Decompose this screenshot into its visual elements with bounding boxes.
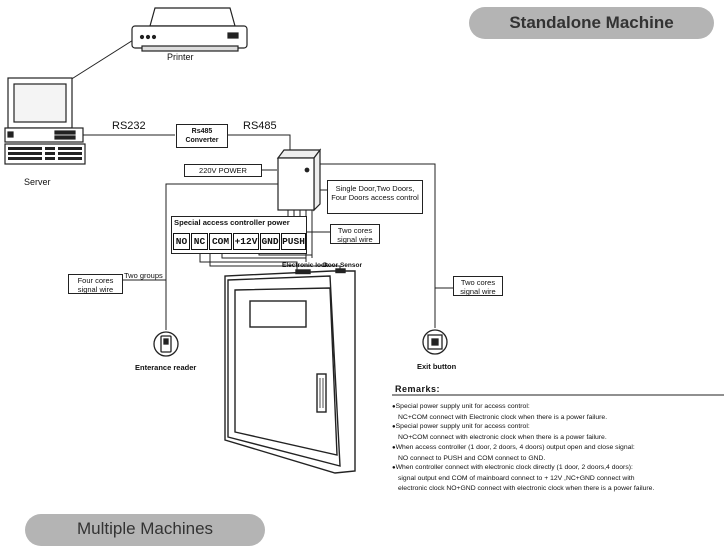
remark-item: electronic clock NO+GND connect with ele… [398,484,655,492]
terminal-no: NO [173,233,190,250]
printer-icon [131,7,248,52]
server-label: Server [24,177,51,187]
remark-item: NC+COM connect with Electronic clock whe… [398,413,608,421]
reader-wire [165,183,278,330]
remark-item: Special power supply unit for access con… [392,402,724,413]
entrance-reader-label: Enterance reader [135,363,197,372]
terminal-push: PUSH [281,233,306,250]
entrance-reader-icon [153,331,179,357]
four-cores-box: Four cores signal wire [68,274,123,294]
remarks-list: Special power supply unit for access con… [392,402,724,493]
terminal-gnd: GND [260,233,280,250]
remarks-heading: Remarks: [395,384,441,394]
two-groups-label: Two groups [124,271,163,280]
server-icon [4,77,86,165]
printer-server-cable [69,36,139,81]
remark-item: When access controller (1 door, 2 doors,… [392,443,724,454]
rs485-converter-box: Rs485 Converter [176,124,228,148]
terminal-nc: NC [191,233,208,250]
power-label-box: 220V POWER [184,164,262,177]
wiring-diagram [4,7,724,474]
rs485-cable [228,134,291,155]
rs232-label: RS232 [112,120,146,132]
exit-button-wire [313,163,436,328]
standalone-title: Standalone Machine [469,7,714,39]
exit-button-icon [422,329,448,355]
rs485-label: RS485 [243,120,277,132]
two-cores-box-2: Two cores signal wire [453,276,503,296]
access-controller-icon [276,148,322,212]
remark-item: NO+COM connect with electronic clock whe… [398,434,607,442]
remark-item: signal output end COM of mainboard conne… [398,474,635,482]
electronic-lock-label: Electronic lock [282,262,329,269]
exit-button-label: Exit button [417,362,457,371]
remark-item: When controller connect with electronic … [392,463,724,474]
door-sensor-label: Door Sensor [323,262,363,269]
terminal-com: COM [209,233,232,250]
printer-label: Printer [167,52,194,62]
door-icon [224,268,356,474]
power-unit-title: Special access controller power [174,218,290,227]
door-types-box: Single Door,Two Doors, Four Doors access… [327,180,423,214]
two-cores-box-1: Two cores signal wire [330,224,380,244]
keyboard-keys [8,147,82,160]
remark-item: Special power supply unit for access con… [392,422,724,433]
remark-item: NO connect to PUSH and COM connect to GN… [398,454,546,462]
terminal-12v: +12V [233,233,259,250]
